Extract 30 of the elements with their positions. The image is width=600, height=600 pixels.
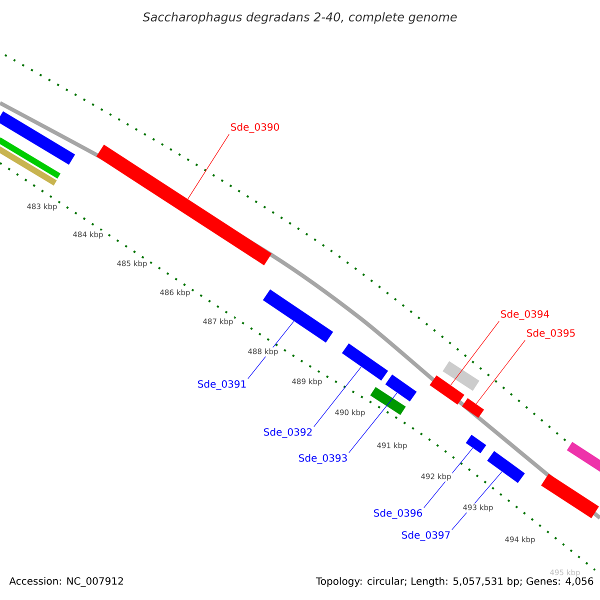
gene-feature <box>442 361 480 391</box>
leader-line <box>450 320 500 386</box>
title: Saccharophagus degradans 2-40, complete genome <box>142 12 457 24</box>
gene-feature <box>0 137 61 179</box>
accession-text: Accession: NC_007912 <box>9 577 123 587</box>
gene-label: Sde_0396 <box>374 509 422 519</box>
gene-feature <box>566 442 600 474</box>
gene-label: Sde_0392 <box>264 428 312 438</box>
gene-label: Sde_0391 <box>198 380 246 390</box>
gene-label: Sde_0390 <box>231 123 279 133</box>
gene-feature <box>0 111 76 165</box>
leader-line <box>348 392 398 454</box>
gene-feature <box>430 375 464 405</box>
gene-feature <box>0 146 57 186</box>
gene-feature <box>262 289 334 343</box>
leader-line <box>188 134 230 200</box>
gene-label: Sde_0395 <box>527 329 575 339</box>
gene-feature <box>541 474 599 518</box>
gene-feature <box>385 374 417 402</box>
leader-line <box>314 366 362 428</box>
gene-feature <box>466 434 486 454</box>
gene-feature <box>487 450 525 484</box>
gene-label: Sde_0394 <box>501 310 550 320</box>
gene-feature <box>342 343 388 381</box>
gene-feature <box>462 398 484 418</box>
gene-feature <box>370 387 406 415</box>
gene-label: Sde_0393 <box>299 454 347 464</box>
gene-label: Sde_0397 <box>402 531 450 541</box>
genome-info-text: Topology: circular; Length: 5,057,531 bp; Genes: 4,056 <box>316 577 594 587</box>
leader-line <box>476 340 526 404</box>
